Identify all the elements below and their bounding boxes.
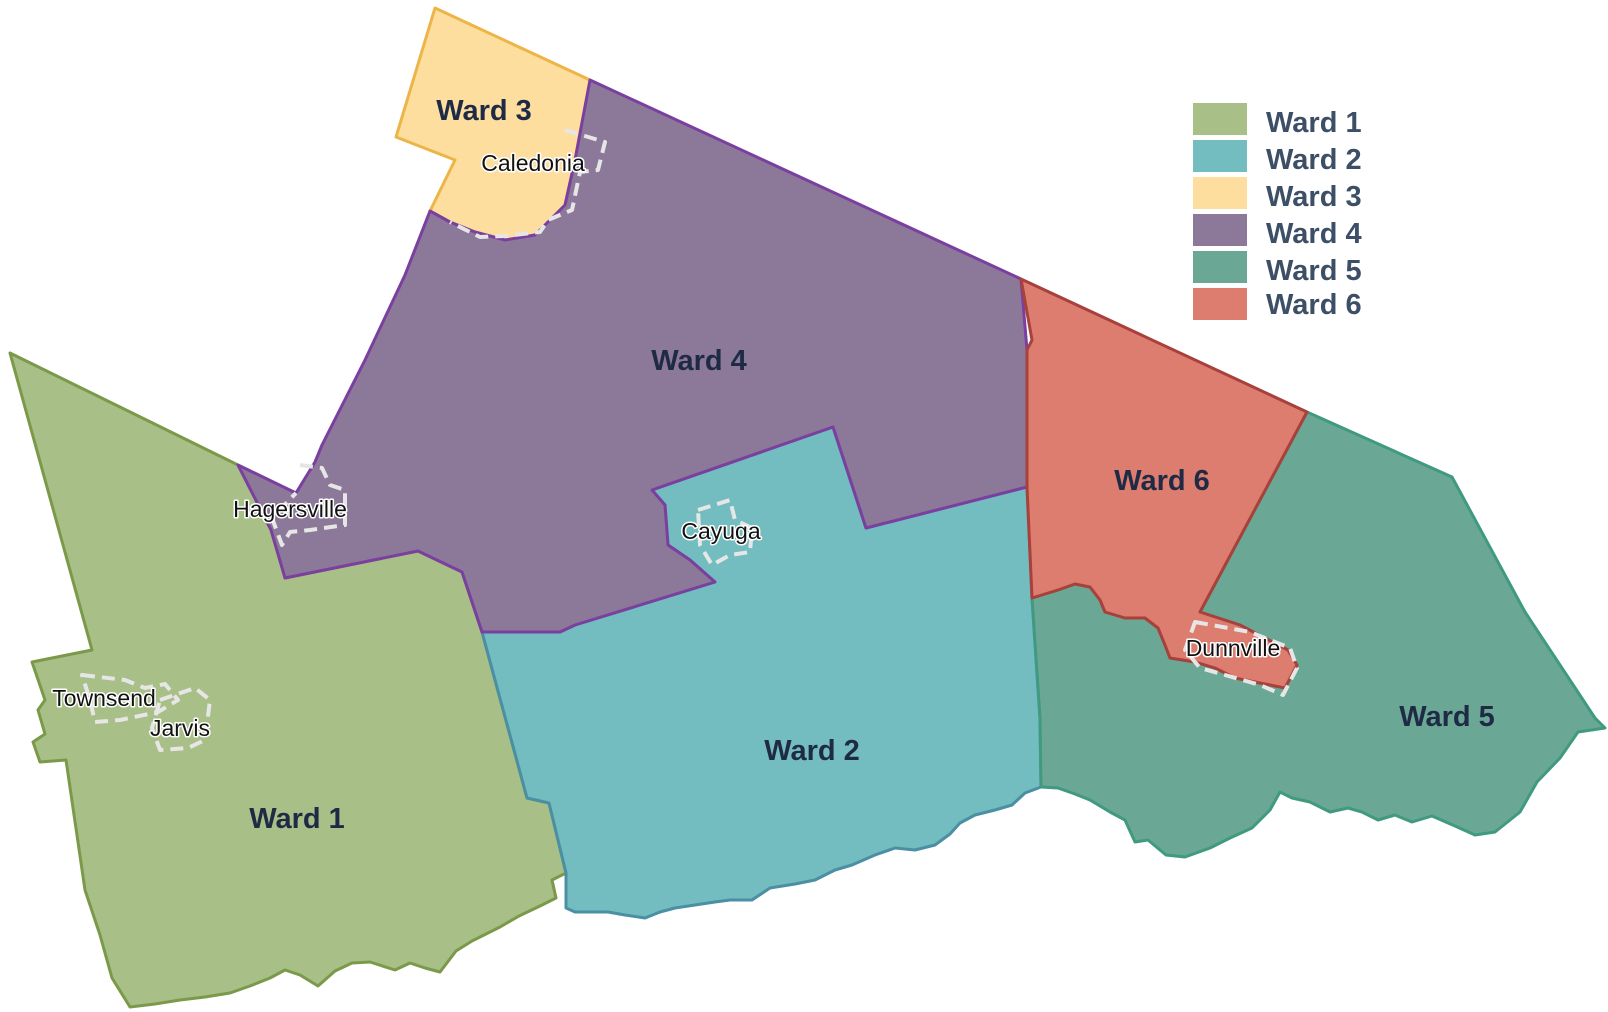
wards-layer	[8, 6, 1607, 1009]
hagersville-boundary	[270, 463, 347, 547]
ward-2-label: Ward 2	[764, 735, 860, 767]
ward-4-label: Ward 4	[651, 345, 747, 377]
ward-3-label: Ward 3	[436, 95, 532, 127]
ward-labels-layer: Ward 3 Ward 4 Ward 6 Ward 2 Ward 5 Ward …	[249, 95, 1495, 835]
legend-swatch-ward-6	[1193, 288, 1247, 320]
town-labels-layer: Caledonia Hagersville Cayuga Dunnville T…	[51, 149, 1282, 743]
legend-label-ward-3: Ward 3	[1266, 181, 1362, 213]
townsend-boundary	[80, 673, 180, 724]
legend-label-ward-6: Ward 6	[1266, 289, 1362, 321]
ward-1-label: Ward 1	[249, 803, 345, 835]
hagersville-label: Hagersville	[233, 496, 347, 522]
ward-4-region[interactable]	[236, 78, 1029, 634]
ward-6-label: Ward 6	[1114, 465, 1210, 497]
legend-swatch-ward-2	[1193, 140, 1247, 172]
caledonia-boundary	[449, 128, 607, 239]
jarvis-boundary	[150, 686, 212, 752]
ward-5-label: Ward 5	[1399, 701, 1495, 733]
dunnville-boundary	[1183, 620, 1299, 697]
legend-swatch-ward-3	[1193, 177, 1247, 209]
map-legend: Ward 1 Ward 2 Ward 3 Ward 4 Ward 5 Ward …	[1193, 103, 1362, 321]
jarvis-label: Jarvis	[150, 715, 210, 741]
town-boundaries-layer	[80, 128, 1299, 752]
legend-label-ward-2: Ward 2	[1266, 144, 1362, 176]
legend-label-ward-1: Ward 1	[1266, 107, 1362, 139]
townsend-label: Townsend	[52, 685, 156, 711]
legend-label-ward-5: Ward 5	[1266, 255, 1362, 287]
legend-label-ward-4: Ward 4	[1266, 218, 1362, 250]
cayuga-boundary	[696, 498, 754, 567]
legend-swatch-ward-5	[1193, 251, 1247, 283]
caledonia-label: Caledonia	[481, 150, 585, 176]
cayuga-label: Cayuga	[681, 518, 760, 544]
legend-swatch-ward-4	[1193, 214, 1247, 246]
legend-swatch-ward-1	[1193, 103, 1247, 135]
dunnville-label: Dunnville	[1186, 635, 1281, 661]
